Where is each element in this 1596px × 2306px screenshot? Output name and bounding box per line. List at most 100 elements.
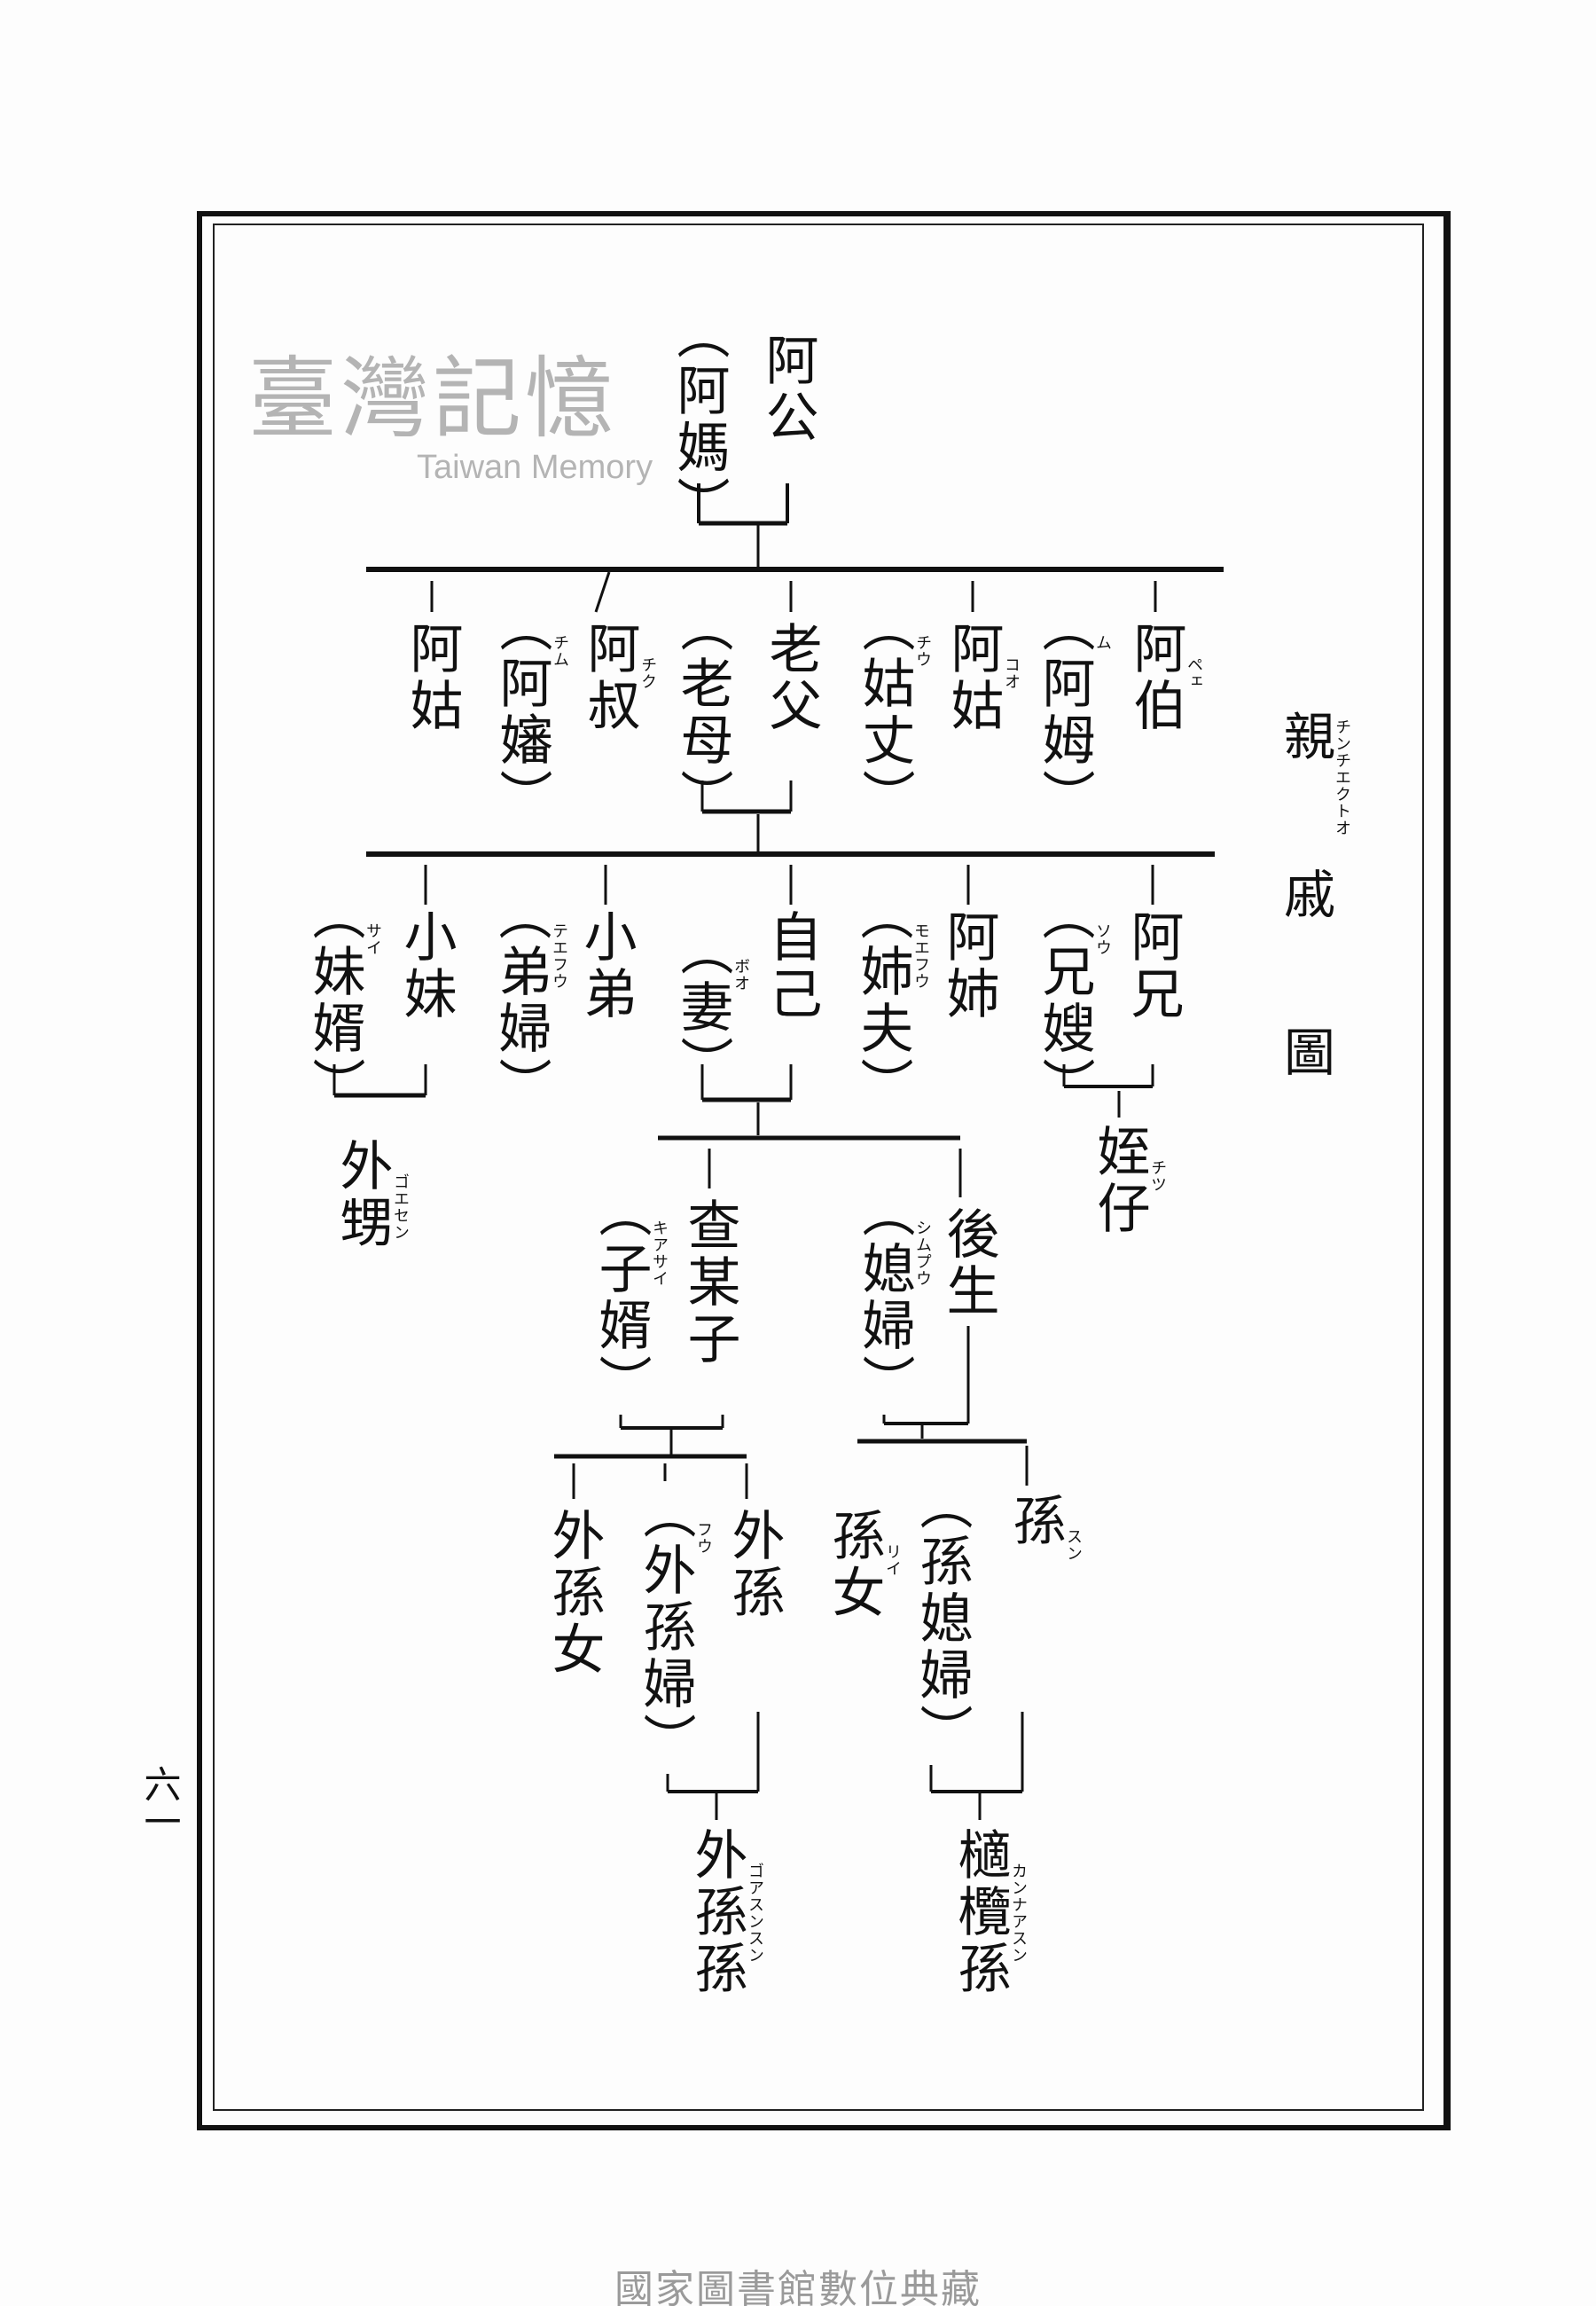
page-number: 六一 [138,1765,182,1839]
kin-sim-pu: （媳婦）シムプウ [853,1184,932,1411]
kin-sun-li: 孫女リイ [823,1508,902,1621]
kana-reading: スン [1064,1528,1083,1562]
title-kana: チンチエクトオ [1333,718,1351,836]
kana-reading: ム [1093,634,1112,651]
kin-kiann-sai: （子婿）キアサイ [590,1184,669,1411]
kin-label: （媳婦） [853,1184,915,1411]
kin-sun: 孫スン [1004,1493,1083,1562]
kin-gua-sun-li: 外孫女 [543,1508,605,1678]
kana-reading: リイ [883,1543,902,1577]
kin-tsa-boo-kiann: 查某子 [678,1197,740,1368]
kin-label: （外孫婦） [634,1486,696,1769]
kin-sun-sim-pu: （孫媳婦） [911,1477,973,1761]
kin-a-tsek: 阿叔チク [578,621,657,734]
kin-hiann-so: （兄嫂）ソウ [1033,887,1112,1114]
kin-kan-na-sun: 㰅欖孫カンナアスン [949,1827,1028,1997]
kin-label: （姑丈） [853,599,915,826]
kin-label: 阿姑 [401,621,463,734]
kin-a-tsim: （阿嬸）チム [490,599,569,826]
kana-reading: ゴエセン [391,1173,410,1241]
kin-label: （老母） [671,599,733,826]
kin-label: （弟婦） [489,887,552,1114]
kin-a-m: （阿姆）ム [1033,599,1112,826]
kin-label: 老父 [760,621,822,734]
footer-credit: 國家圖書館數位典藏 [614,2267,982,2306]
kana-reading: シムプウ [913,1220,932,1287]
kin-label: 㰅欖孫 [949,1827,1011,1997]
kana-reading: キアサイ [650,1220,669,1287]
diagram-title: 親戚圖 チンチエクトオ [1268,710,1351,1183]
kin-label: 阿姑 [942,621,1004,734]
kin-a-ko-r: 阿姑コオ [942,621,1021,734]
kin-label: 後生 [937,1206,999,1320]
kin-label: 自己 [760,909,822,1023]
page-inner-border [213,224,1424,2111]
kin-a-ma: （阿媽） [668,306,730,533]
watermark-zh: 臺灣記憶 [248,347,617,451]
kin-a-kong: 阿公 [756,333,818,446]
kin-gua-sun-hu: （外孫婦）フウ [634,1486,713,1769]
connector-line [594,571,611,613]
kana-reading: カンナアスン [1009,1863,1028,1964]
kin-a-ko-l: 阿姑 [401,621,463,734]
kin-sio-ti: 小弟 [575,909,637,1023]
kana-reading: フウ [694,1521,713,1555]
kin-label: （妹婿） [303,887,365,1114]
kin-label: 外孫 [723,1508,785,1621]
kin-label: 外孫女 [543,1508,605,1678]
kin-label: （阿媽） [668,306,730,533]
kin-a-peh: 阿伯ペェ [1124,621,1203,734]
kin-au-senn: 後生 [937,1206,999,1320]
kin-label: 小弟 [575,909,637,1023]
kin-a-hiann: 阿兄 [1122,909,1184,1023]
kin-label: 阿伯 [1124,621,1186,734]
kin-tsi-hu: （姉夫）モエフウ [851,887,930,1114]
kin-label: 孫 [1004,1493,1066,1549]
kin-gua-sun-sun: 外孫孫ゴアスンスン [685,1827,764,1997]
kin-label: 阿兄 [1122,909,1184,1023]
kin-lau-bu: （老母） [671,599,733,826]
kin-ko-tiunn: （姑丈）チウ [853,599,932,826]
kin-label: （姉夫） [851,887,913,1114]
kin-label: 阿公 [756,333,818,446]
kin-label: （妻） [671,922,733,1093]
kana-reading: ペェ [1185,656,1203,690]
kin-ka-ki: 自己 [760,909,822,1023]
kin-label: （孫媳婦） [911,1477,973,1761]
kin-label: （子婿） [590,1184,652,1411]
kin-label: 阿姉 [937,909,999,1023]
kana-reading: ゴアスンスン [746,1863,764,1964]
kin-label: （阿嬸） [490,599,552,826]
kin-label: 小妹 [395,909,457,1023]
kana-reading: テエフウ [550,922,568,990]
kin-gua-sun: 外孫 [723,1508,785,1621]
kin-label: 外孫孫 [685,1827,747,1997]
kin-label: 孫女 [823,1508,885,1621]
kana-reading: チウ [913,634,932,668]
kin-gue-sing: 外甥ゴエセン [331,1138,410,1251]
kana-reading: ボオ [732,958,750,992]
kin-label: 阿叔 [578,621,640,734]
kana-reading: コオ [1002,656,1021,690]
kin-a-tsi: 阿姉 [937,909,999,1023]
kana-reading: チク [638,656,657,690]
kin-ti-hu: （弟婦）テエフウ [489,887,568,1114]
kin-label: （阿姆） [1033,599,1095,826]
kana-reading: サイ [364,922,382,956]
kana-reading: モエフウ [911,922,930,990]
watermark: 臺灣記憶 Taiwan Memory [248,350,653,489]
kin-lau-pe: 老父 [760,621,822,734]
kana-reading: チツ [1148,1159,1167,1193]
kin-label: 查某子 [678,1197,740,1368]
kin-sio-be: 小妹 [395,909,457,1023]
kin-label: 姪仔 [1088,1124,1150,1237]
watermark-en: Taiwan Memory [417,449,653,486]
kin-be-sai: （妹婿）サイ [303,887,382,1114]
kin-tit-a: 姪仔チツ [1088,1124,1167,1237]
kin-label: （兄嫂） [1033,887,1095,1114]
title-text: 親戚圖 [1275,710,1335,1183]
kin-bo: （妻）ボオ [671,922,750,1093]
kana-reading: チム [551,634,569,668]
